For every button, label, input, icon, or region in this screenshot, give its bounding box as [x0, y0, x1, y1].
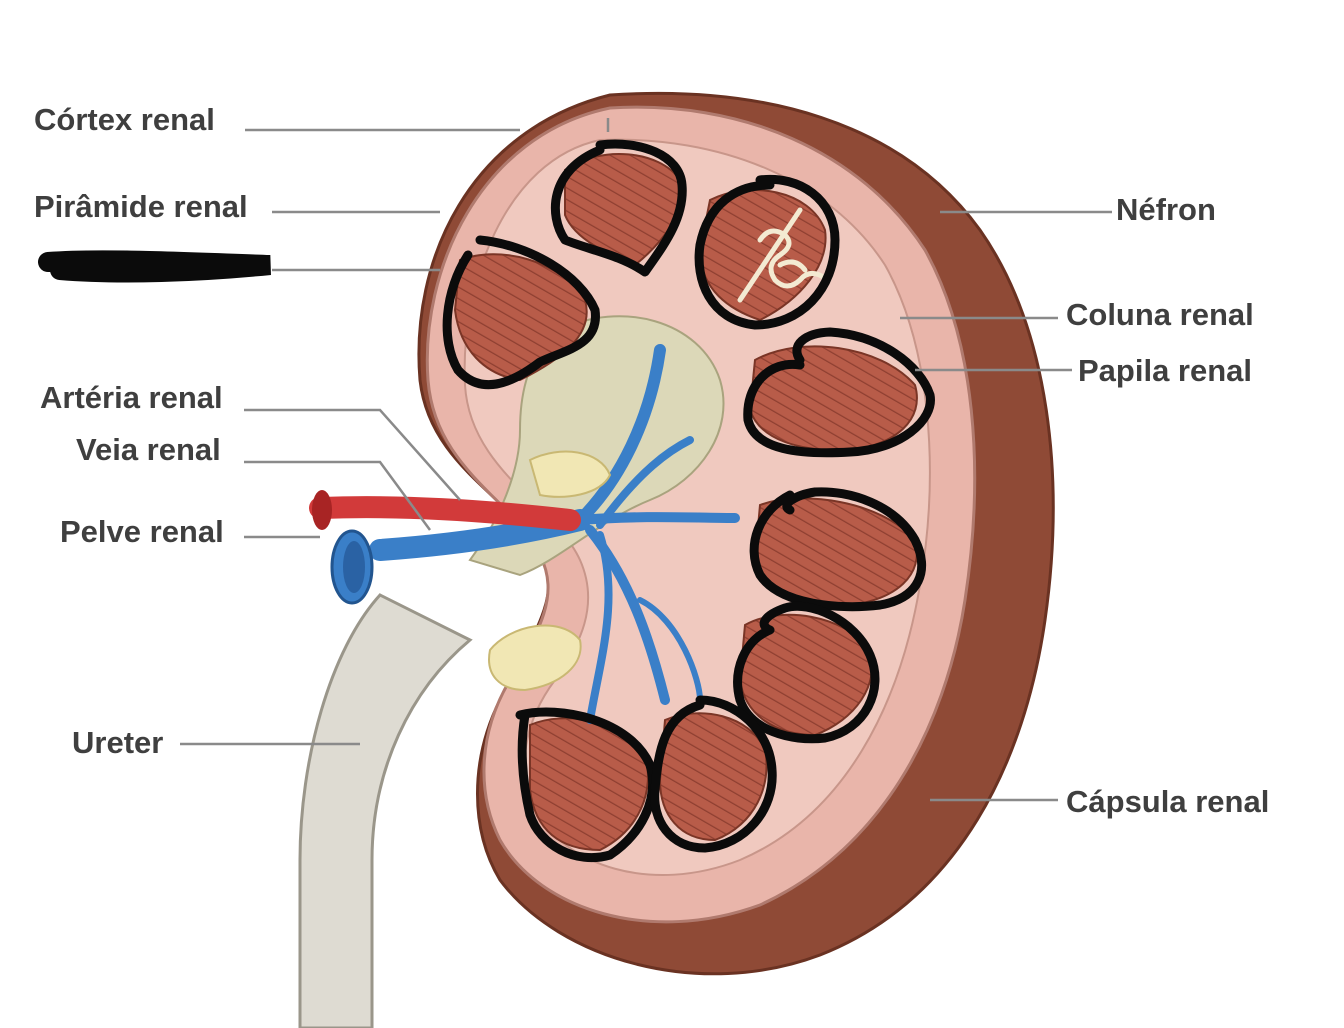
- label-capsula: Cápsula renal: [1066, 784, 1269, 819]
- label-coluna: Coluna renal: [1066, 297, 1254, 332]
- label-ureter: Ureter: [72, 725, 163, 760]
- renal-vein-inner: [343, 541, 365, 593]
- label-nefron: Néfron: [1116, 192, 1216, 227]
- fat-pad-2: [528, 450, 612, 498]
- renal-artery-lumen: [312, 490, 332, 530]
- handwritten-circles: [442, 139, 935, 863]
- scribble-circle-1: [550, 139, 687, 277]
- pyramid-6: [738, 613, 874, 737]
- scribble-circle-2: [694, 174, 840, 330]
- ureter: [298, 593, 473, 1028]
- scribble-circle-8: [650, 695, 777, 853]
- renal-artery-vessel: [309, 496, 581, 531]
- pyramid-4: [748, 345, 918, 452]
- leader-lines: [180, 118, 1112, 802]
- label-arteria: Artéria renal: [40, 380, 223, 415]
- labels: Córtex renal Pirâmide renal Artéria rena…: [34, 102, 1269, 819]
- scribble-circle-5: [749, 487, 927, 612]
- label-papila: Papila renal: [1078, 353, 1252, 388]
- pyramid-8: [658, 712, 768, 842]
- nephron: [737, 207, 828, 303]
- redaction-mark: [38, 250, 271, 283]
- scribble-circle-7: [515, 707, 658, 863]
- label-pelve: Pelve renal: [60, 514, 224, 549]
- scribble-circle-4: [743, 327, 935, 458]
- fat-pad: [488, 624, 582, 692]
- scribble-circle-3: [442, 235, 600, 389]
- scribble-circle-6: [733, 601, 880, 744]
- label-veia: Veia renal: [76, 432, 221, 467]
- label-cortex: Córtex renal: [34, 102, 215, 137]
- label-piramide: Pirâmide renal: [34, 189, 248, 224]
